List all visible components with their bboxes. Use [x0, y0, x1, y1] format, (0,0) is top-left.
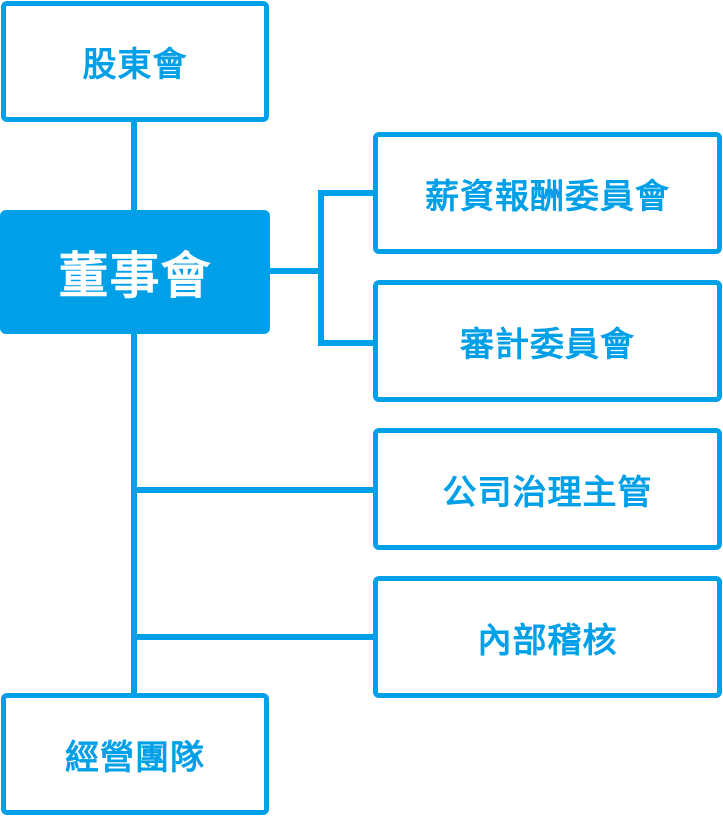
connector-committees-vertical — [318, 190, 324, 346]
node-audit-committee: 審計委員會 — [373, 280, 722, 402]
node-label: 董事會 — [58, 247, 212, 305]
node-management-team: 經營團隊 — [1, 693, 269, 815]
connector-shareholders-board — [131, 118, 137, 213]
connector-board-management — [131, 330, 137, 697]
node-label: 內部稽核 — [477, 620, 618, 661]
node-board: 董事會 — [0, 210, 270, 334]
node-compensation-committee: 薪資報酬委員會 — [373, 132, 722, 254]
node-shareholders: 股東會 — [1, 1, 269, 122]
node-label: 股東會 — [82, 45, 188, 85]
node-label: 審計委員會 — [460, 324, 635, 365]
node-label: 公司治理主管 — [442, 472, 653, 513]
node-internal-audit: 內部稽核 — [373, 576, 722, 698]
connector-audit — [318, 340, 376, 346]
connector-compensation — [318, 190, 376, 196]
connector-internal-audit — [131, 634, 376, 640]
node-label: 經營團隊 — [65, 737, 205, 778]
node-governance-officer: 公司治理主管 — [373, 428, 722, 550]
node-label: 薪資報酬委員會 — [425, 176, 670, 217]
connector-governance — [131, 487, 376, 493]
connector-board-committees — [268, 268, 322, 274]
